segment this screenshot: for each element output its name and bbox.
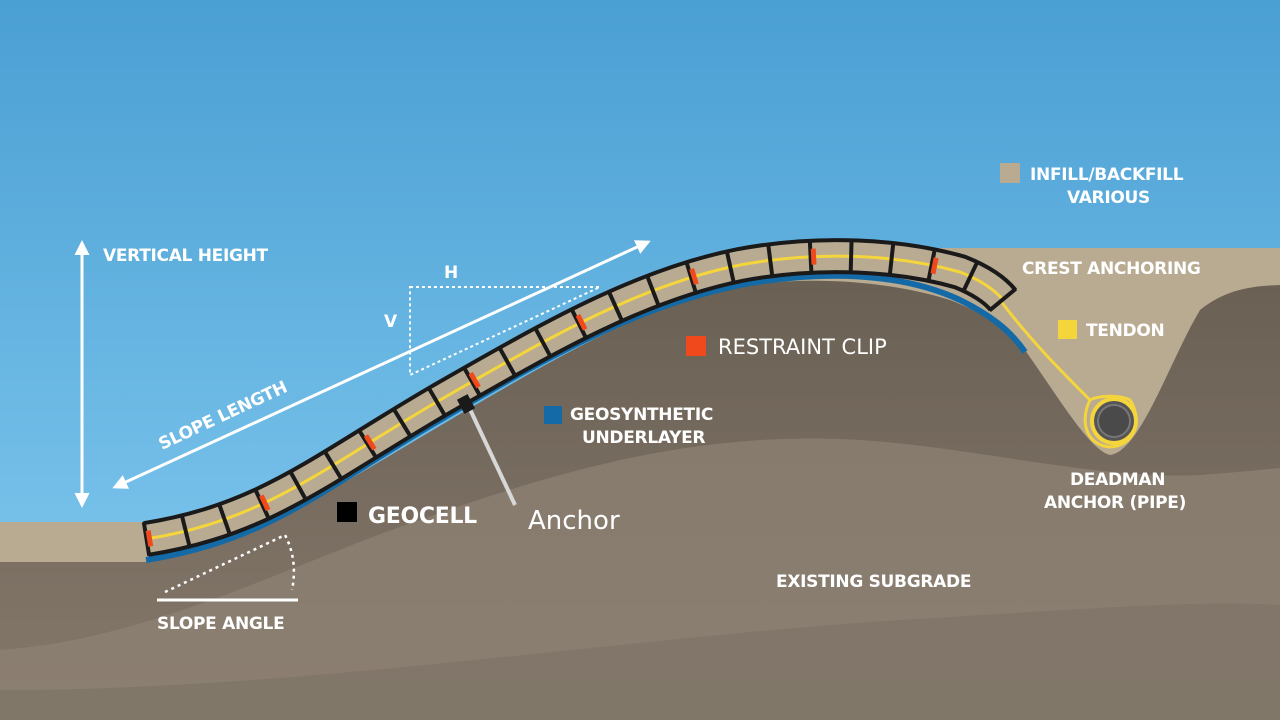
tendon-legend-swatch (1058, 320, 1077, 339)
geocell-divider (724, 250, 736, 285)
deadman-label-1: DEADMAN (1070, 470, 1165, 490)
restraint-clip (810, 248, 817, 265)
hv-triangle (409, 286, 601, 377)
restraint-clip (259, 494, 271, 512)
subgrade-band-low (0, 603, 1280, 720)
geocell-divider (926, 248, 937, 283)
v-label: V (384, 312, 398, 332)
restraint-clip (930, 257, 939, 275)
vertical-height-label: VERTICAL HEIGHT (103, 246, 269, 266)
restraint-clip (689, 268, 699, 285)
geocell-divider (887, 241, 896, 277)
slope-length-arrow (112, 240, 651, 489)
deadman-label-2: ANCHOR (PIPE) (1044, 493, 1186, 513)
geocell-divider (684, 260, 699, 295)
infill-label-1: INFILL/BACKFILL (1030, 165, 1184, 185)
tendon-label: TENDON (1086, 321, 1164, 341)
slope-angle-label: SLOPE ANGLE (157, 614, 284, 634)
geocell-divider (988, 287, 1018, 312)
tendon-line (998, 299, 1138, 449)
underlayer-legend-swatch (544, 406, 562, 424)
restraint-clip (145, 530, 154, 547)
geosynthetic-label-1: GEOSYNTHETIC (570, 405, 713, 425)
crest-anchoring-label: CREST ANCHORING (1022, 259, 1201, 279)
geocell-divider (848, 239, 854, 274)
geocell-divider (216, 502, 233, 537)
geocell-divider (807, 239, 814, 274)
infill-legend-swatch (1000, 163, 1020, 183)
geocell-divider (179, 514, 192, 548)
geosynthetic-underlayer (145, 272, 1028, 563)
restraint-clip-label: RESTRAINT CLIP (718, 335, 887, 359)
geocell-label: GEOCELL (368, 504, 477, 529)
infill-label-2: VARIOUS (1067, 188, 1150, 208)
geocell-divider (766, 243, 775, 278)
h-label: H (444, 263, 458, 283)
geocell-divider (961, 260, 980, 293)
geocell-divider (253, 487, 271, 521)
deadman-pipe-inner (1097, 404, 1131, 438)
geosynthetic-label-2: UNDERLAYER (582, 428, 705, 448)
geocell-legend-swatch (337, 502, 357, 522)
slope-angle-marker (164, 533, 296, 594)
geocell-divider (141, 521, 152, 557)
existing-subgrade-label: EXISTING SUBGRADE (776, 572, 971, 592)
anchor-label: Anchor (528, 506, 620, 536)
clip-legend-swatch (686, 336, 706, 356)
